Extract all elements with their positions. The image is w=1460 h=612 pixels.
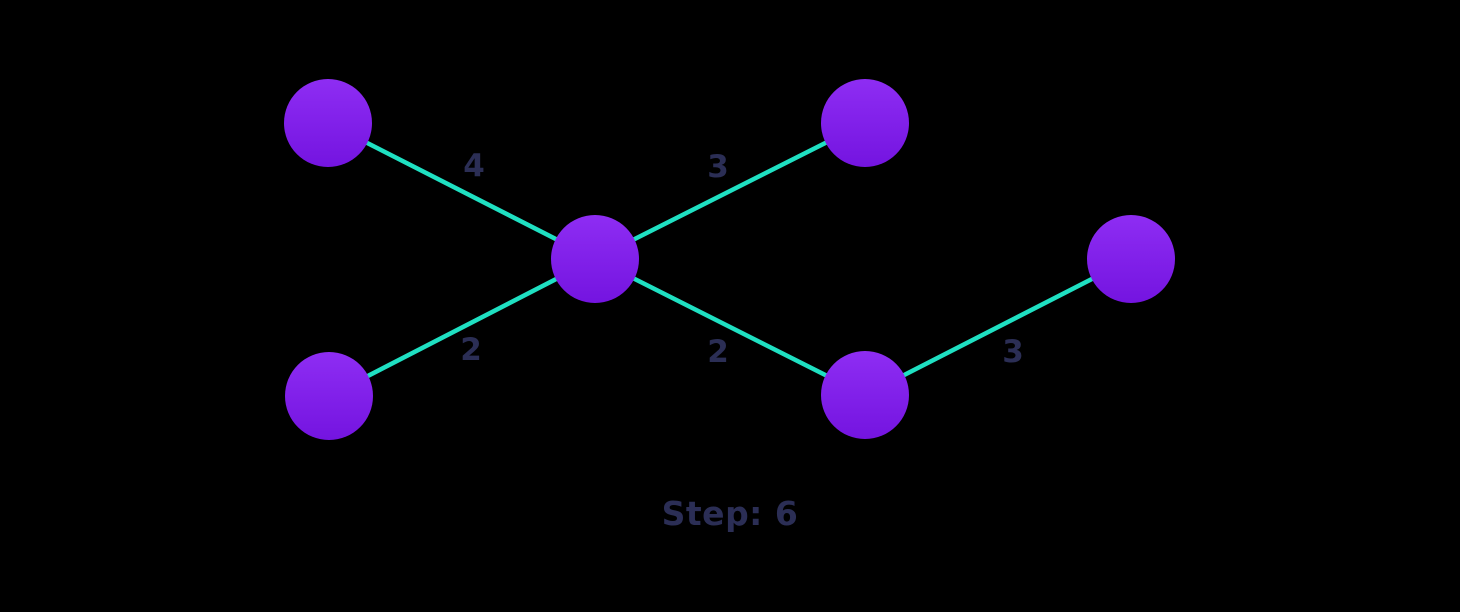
- graph-node-top-left: [284, 79, 372, 167]
- edge-labels-layer: 4 3 2 2 3: [460, 148, 1024, 370]
- edge-weight-label: 2: [707, 334, 729, 370]
- graph-edge-bottom-right-right: [862, 256, 1134, 398]
- nodes-layer: [284, 79, 1175, 440]
- edge-weight-label: 2: [460, 332, 482, 368]
- step-counter: Step: 6: [661, 494, 799, 533]
- graph-node-bottom-right: [821, 351, 909, 439]
- graph-edge-center-bottom-right: [592, 256, 868, 398]
- edge-weight-label: 4: [463, 148, 485, 184]
- graph-node-right: [1087, 215, 1175, 303]
- graph-edge-top-right-center: [592, 120, 868, 262]
- graph-node-center: [551, 215, 639, 303]
- edge-weight-label: 3: [707, 149, 729, 185]
- graph-edge-bottom-left-center: [326, 256, 598, 399]
- edge-weight-label: 3: [1002, 334, 1024, 370]
- graph-node-bottom-left: [285, 352, 373, 440]
- edges-layer: [325, 120, 1134, 399]
- graph-node-top-right: [821, 79, 909, 167]
- graph-edge-top-left-center: [325, 120, 598, 262]
